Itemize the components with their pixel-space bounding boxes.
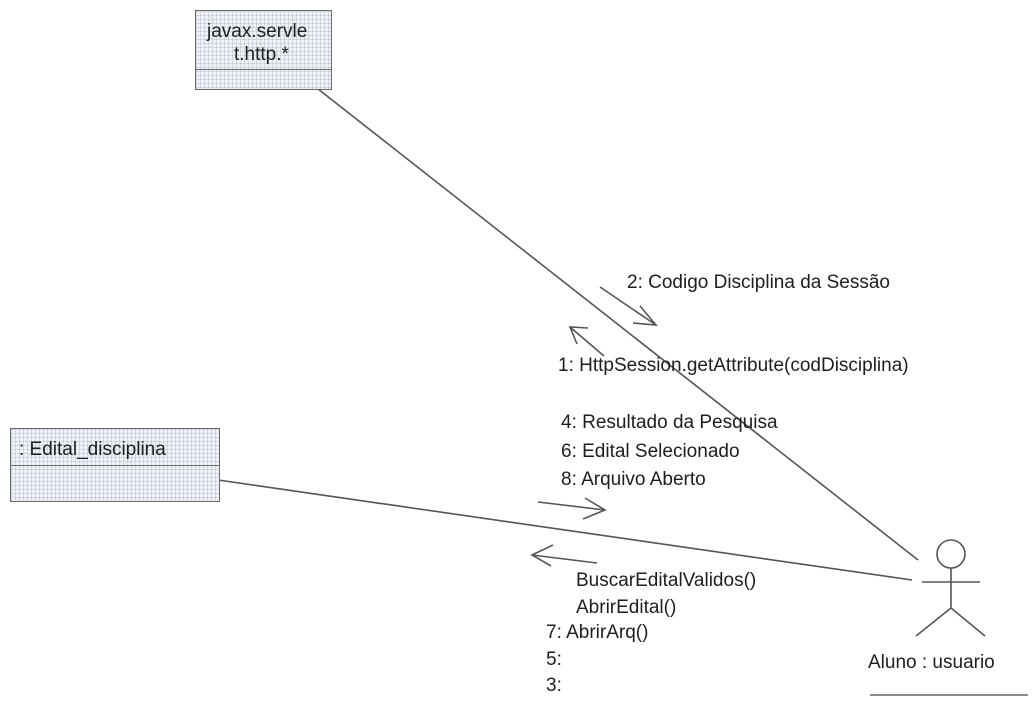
message-2-label: 2: Codigo Disciplina da Sessão [627, 272, 890, 293]
message-1-label: 1: HttpSession.getAttribute(codDisciplin… [558, 355, 909, 376]
message-return-6: 6: Edital Selecionado [561, 441, 740, 462]
actor-label[interactable]: Aluno : usuario [868, 652, 995, 673]
message-call-5: 5: [546, 649, 562, 670]
message-call-abrir-edital: AbrirEdital() [576, 597, 677, 618]
arrow-returns [537, 497, 607, 520]
object-javax-servlet-http[interactable]: javax.servle t.http.* [195, 10, 332, 90]
object-edital-disciplina-name: : Edital_disciplina [19, 439, 166, 460]
message-call-7: 7: AbrirArq() [546, 622, 649, 643]
object-edital-disciplina[interactable]: : Edital_disciplina [10, 428, 220, 502]
message-call-3: 3: [546, 675, 562, 696]
arrow-calls [530, 544, 598, 567]
arrow-message-2 [599, 286, 658, 326]
arrow-message-1 [568, 326, 605, 357]
actor-icon [915, 539, 986, 637]
object-javax-servlet-line1: javax.servle [207, 21, 308, 42]
link-edital-aluno [217, 479, 913, 581]
object-javax-servlet-line2: t.http.* [234, 44, 289, 65]
message-return-4: 4: Resultado da Pesquisa [561, 412, 778, 433]
message-return-8: 8: Arquivo Aberto [561, 469, 706, 490]
message-call-buscar: BuscarEditalValidos() [576, 570, 757, 591]
link-servlet-aluno [312, 84, 919, 561]
